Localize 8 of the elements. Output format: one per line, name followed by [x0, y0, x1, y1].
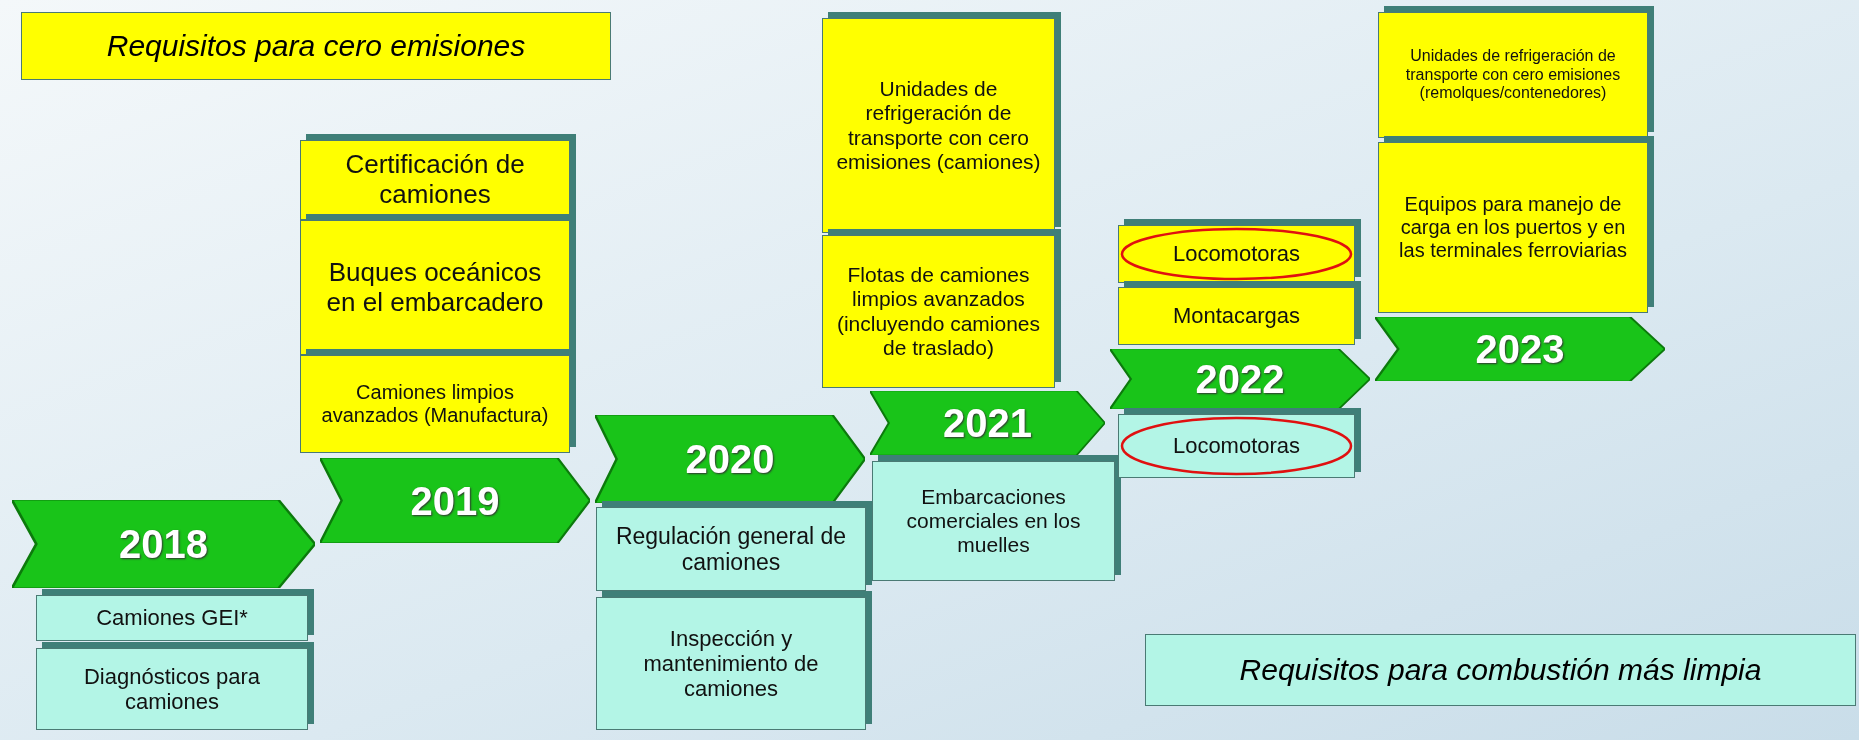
legend-box: Requisitos para combustión más limpia	[1145, 634, 1856, 706]
year-banner: 2019	[320, 458, 590, 543]
legend-box: Requisitos para cero emisiones	[21, 12, 611, 80]
year-banner: 2022	[1110, 349, 1370, 409]
year-banner: 2020	[595, 415, 865, 503]
year-banner: 2018	[12, 500, 315, 588]
year-banner: 2023	[1375, 317, 1665, 381]
year-banner: 2021	[870, 391, 1105, 455]
